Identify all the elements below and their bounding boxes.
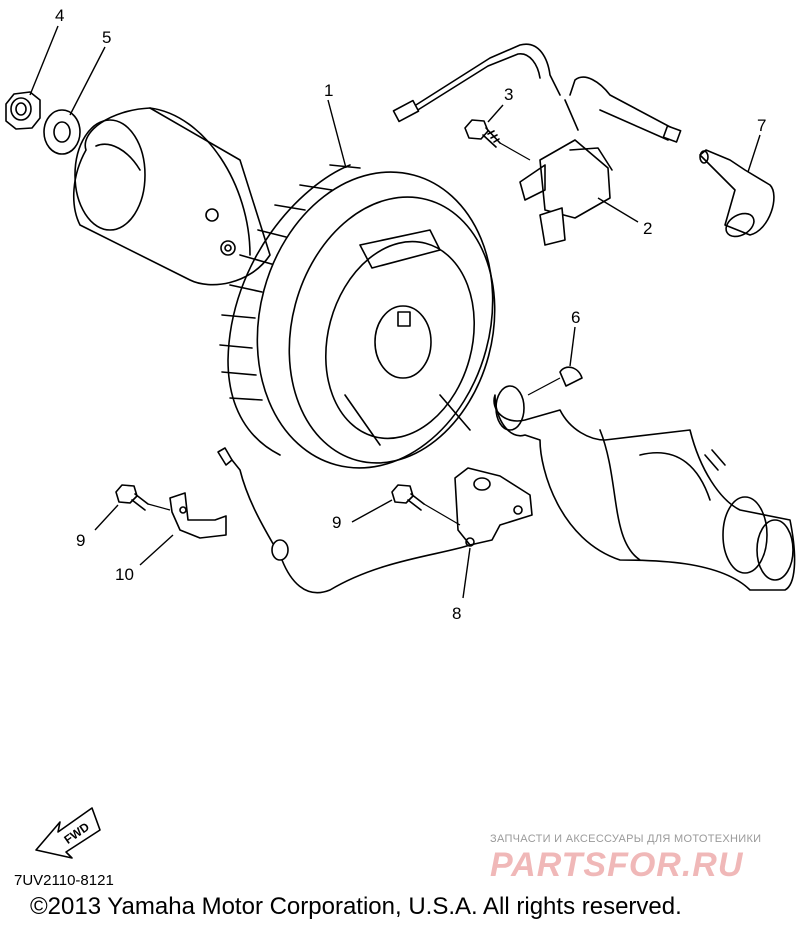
callout-8: 8	[452, 604, 461, 623]
part-6-key	[559, 366, 583, 387]
part-8-pulser-coil	[217, 447, 533, 594]
part-3-bolt	[464, 119, 501, 148]
callout-6: 6	[571, 308, 580, 327]
part-5-washer	[43, 109, 81, 155]
starter-cup	[72, 107, 271, 286]
part-4-nut	[5, 91, 41, 130]
part-1-flywheel	[219, 164, 496, 469]
callout-7: 7	[757, 116, 766, 135]
part-9-screw-right	[391, 484, 425, 511]
leader-lines	[29, 25, 761, 599]
callout-4: 4	[55, 6, 64, 25]
callout-5: 5	[102, 28, 111, 47]
crankshaft	[493, 385, 796, 591]
callout-9-left: 9	[76, 531, 85, 550]
fwd-arrow-icon: FWD	[35, 807, 101, 859]
watermark-logo: PARTSFOR.RU	[490, 846, 744, 884]
part-9-screw-left	[115, 484, 149, 511]
callout-1: 1	[324, 81, 333, 100]
callout-3: 3	[504, 85, 513, 104]
callout-9-right: 9	[332, 513, 341, 532]
copyright-notice: ©2013 Yamaha Motor Corporation, U.S.A. A…	[30, 893, 682, 920]
part-10-clamp	[169, 492, 227, 539]
part-2-ignition-coil	[392, 43, 682, 246]
part-7-plug-cap	[699, 149, 775, 238]
watermark-tagline: ЗАПЧАСТИ И АКСЕССУАРЫ ДЛЯ МОТОТЕХНИКИ	[490, 833, 762, 845]
callout-2: 2	[643, 219, 652, 238]
callout-10: 10	[115, 565, 134, 584]
diagram-code: 7UV2110-8121	[14, 872, 114, 889]
